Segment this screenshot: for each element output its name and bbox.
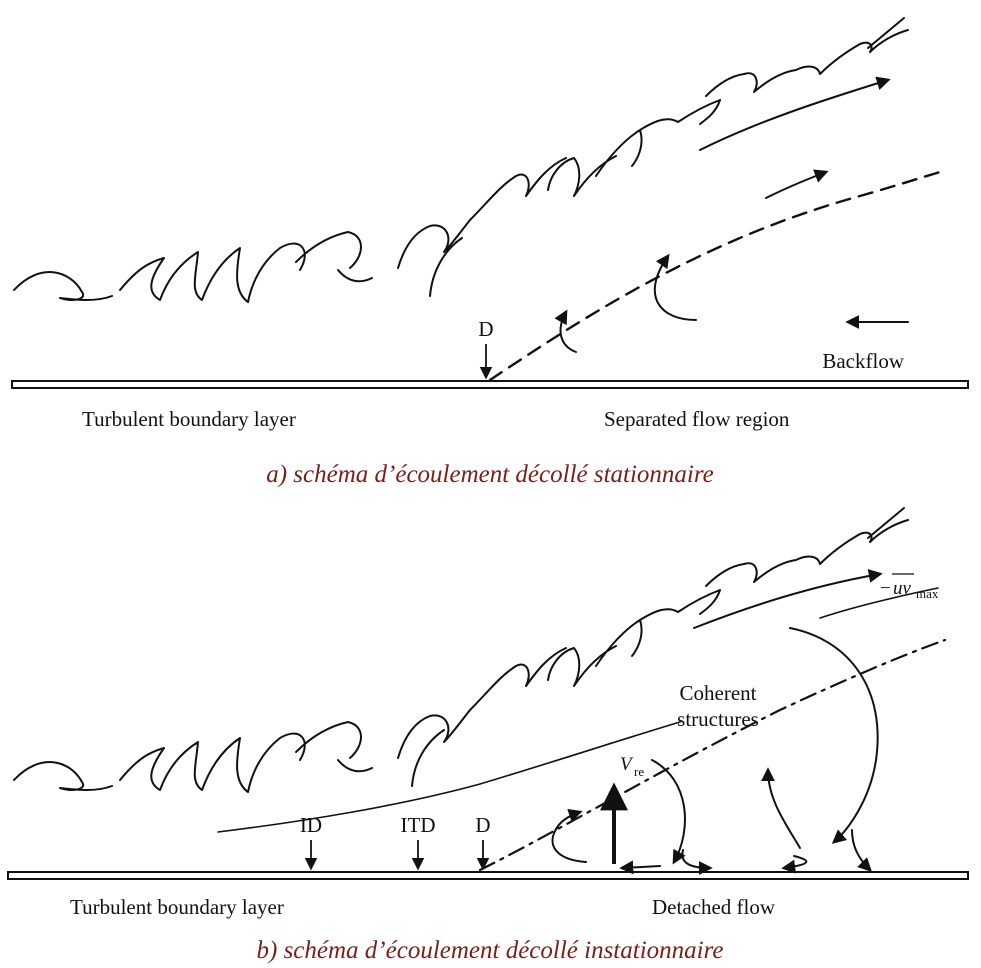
- panel-b: ID ITD D V re − uv max Coherent structur…: [7, 507, 969, 964]
- wall-down-arrow: [851, 829, 872, 872]
- outer-flow-arrow-b: [693, 569, 883, 629]
- caption-b: b) schéma d’écoulement décollé instation…: [257, 937, 724, 964]
- dividing-streamline-b: [478, 638, 947, 872]
- dividing-streamline-a: [488, 170, 942, 382]
- vre-subscript: re: [634, 764, 644, 779]
- coherent-arc-1: [651, 759, 686, 865]
- wall-hook-arrow: [681, 849, 713, 875]
- wall-plate-b: [7, 871, 969, 880]
- separated-region-label: Separated flow region: [604, 407, 790, 431]
- eddy-arrow-b: [551, 808, 587, 863]
- uv-subscript: max: [916, 586, 939, 601]
- wall-plate-a: [11, 380, 969, 389]
- eddy-arrow-2-a: [653, 253, 697, 321]
- outer-flow-arrow-a: [699, 76, 891, 151]
- eddy-arrow-1-a: [554, 309, 577, 353]
- upward-arc: [761, 767, 801, 849]
- uv-label: uv: [893, 578, 912, 599]
- wall-return-arrow-2: [619, 860, 661, 875]
- marker-d-a: D: [478, 317, 493, 341]
- backflow-label: Backflow: [822, 349, 904, 373]
- mean-flow-arrow-a: [765, 169, 829, 199]
- uv-max-leader: [819, 587, 939, 619]
- marker-d-b: D: [475, 813, 490, 837]
- turbulent-layer-label-a: Turbulent boundary layer: [82, 407, 296, 431]
- coherent-label-line2: structures: [677, 707, 759, 731]
- detached-flow-label: Detached flow: [652, 895, 776, 919]
- coherent-label-line1: Coherent: [680, 681, 757, 705]
- marker-itd: ITD: [401, 813, 436, 837]
- caption-a: a) schéma d’écoulement décollé stationna…: [266, 461, 714, 488]
- panel-a: D Backflow Turbulent boundary layer Sepa…: [11, 17, 969, 488]
- coherent-arc-2: [789, 627, 879, 844]
- uv-minus-sign: −: [880, 578, 891, 599]
- turbulent-edge-b: [13, 507, 909, 793]
- vre-label: V: [620, 754, 634, 775]
- marker-id: ID: [300, 813, 322, 837]
- wall-return-arrow-1: [781, 855, 808, 874]
- turbulent-edge-a: [13, 17, 909, 303]
- turbulent-layer-label-b: Turbulent boundary layer: [70, 895, 284, 919]
- upstream-streamline-b: [217, 721, 681, 833]
